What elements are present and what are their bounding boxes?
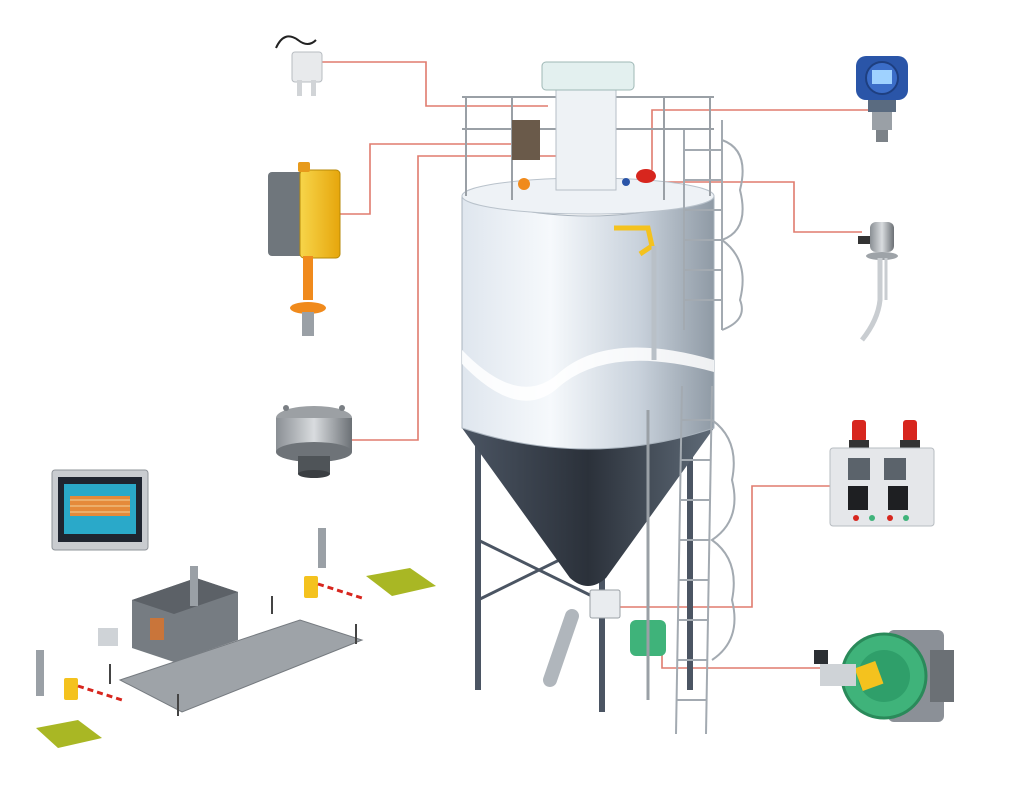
- dust-collector: [555, 89, 617, 191]
- cable-sensor: [275, 35, 323, 96]
- connector-rotary-level-switch: [340, 143, 520, 215]
- pressure-relief-valve: [276, 405, 352, 478]
- connector-lines: [322, 61, 868, 669]
- pressure-transmitter: [856, 56, 908, 142]
- control-cabinet: [829, 420, 935, 527]
- touch-panel-monitor: [51, 469, 149, 551]
- connector-control-cabinet: [615, 485, 830, 608]
- connector-cable-sensor: [322, 61, 548, 107]
- connector-relief-valve: [352, 155, 565, 441]
- reader-pad-top: [366, 568, 436, 596]
- truck-scale-station: [36, 528, 436, 748]
- silo: [461, 61, 715, 712]
- connector-tuning-fork: [660, 181, 862, 233]
- connector-pressure-transmitter: [651, 109, 868, 170]
- rotary-valve-feeder: [814, 630, 954, 722]
- weighbridge-platform: [118, 619, 364, 713]
- connector-rotary-valve: [661, 640, 820, 669]
- silo-cone: [462, 428, 714, 586]
- reader-pad-bottom: [36, 720, 102, 748]
- silo-body: [461, 195, 715, 450]
- tuning-fork-level-switch: [858, 222, 898, 342]
- rotary-level-switch: [268, 162, 341, 336]
- ladder: [675, 120, 744, 735]
